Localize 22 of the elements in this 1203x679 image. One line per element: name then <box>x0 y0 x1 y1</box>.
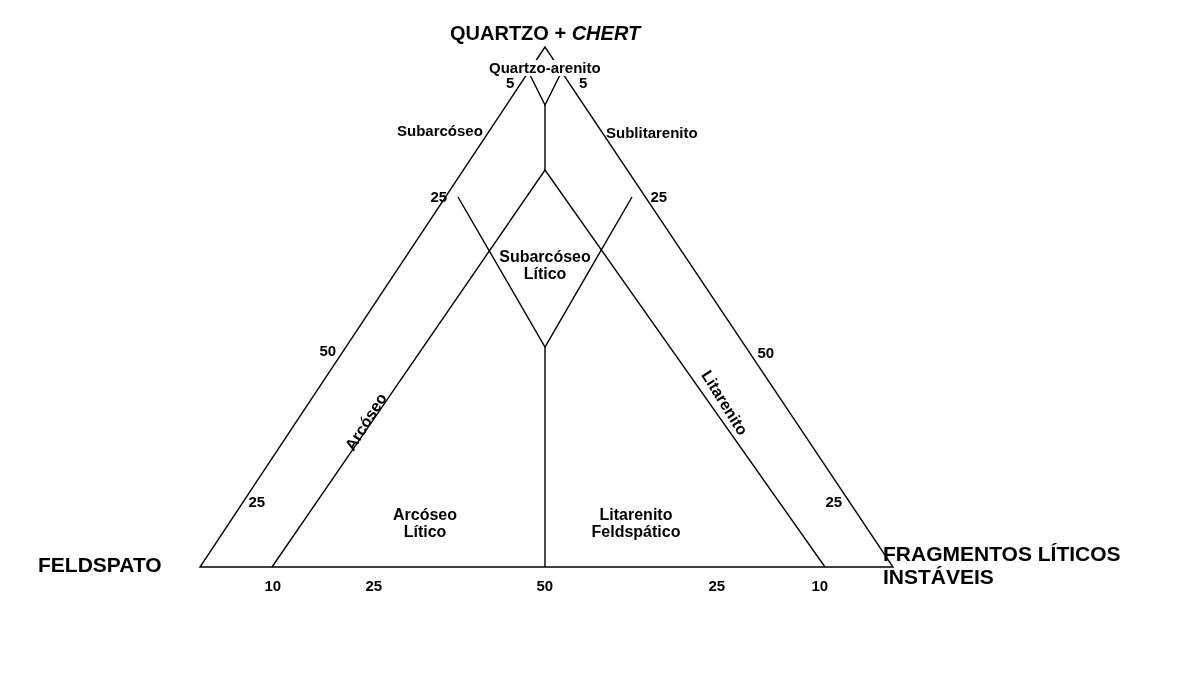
tick-label: 25 <box>825 493 843 510</box>
tick-label: 50 <box>536 577 554 594</box>
field-label: Litarenito Feldspático <box>590 505 682 541</box>
tick-label: 5 <box>506 74 515 91</box>
vertex-label: FELDSPATO <box>38 552 162 576</box>
tick-label: 10 <box>264 577 282 594</box>
vertex-label: FRAGMENTOS LÍTICOS INSTÁVEIS <box>883 542 1122 589</box>
tick-label: 50 <box>319 342 337 359</box>
tick-label: 50 <box>757 344 775 361</box>
field-label: Subarcóseo <box>397 122 483 139</box>
field-label: Subarcóseo Lítico <box>498 247 592 283</box>
tick-label: 25 <box>430 188 448 205</box>
field-label: Arcóseo Lítico <box>392 505 458 541</box>
tick-label: 5 <box>579 74 588 91</box>
tick-label: 25 <box>248 493 266 510</box>
tick-label: 25 <box>708 577 726 594</box>
field-label: Quartzo-arenito <box>489 59 601 76</box>
field-label: Sublitarenito <box>606 124 698 141</box>
vertex-label: QUARTZO + CHERT <box>450 22 641 44</box>
tick-label: 25 <box>650 188 668 205</box>
tick-label: 10 <box>811 577 829 594</box>
tick-label: 25 <box>365 577 383 594</box>
